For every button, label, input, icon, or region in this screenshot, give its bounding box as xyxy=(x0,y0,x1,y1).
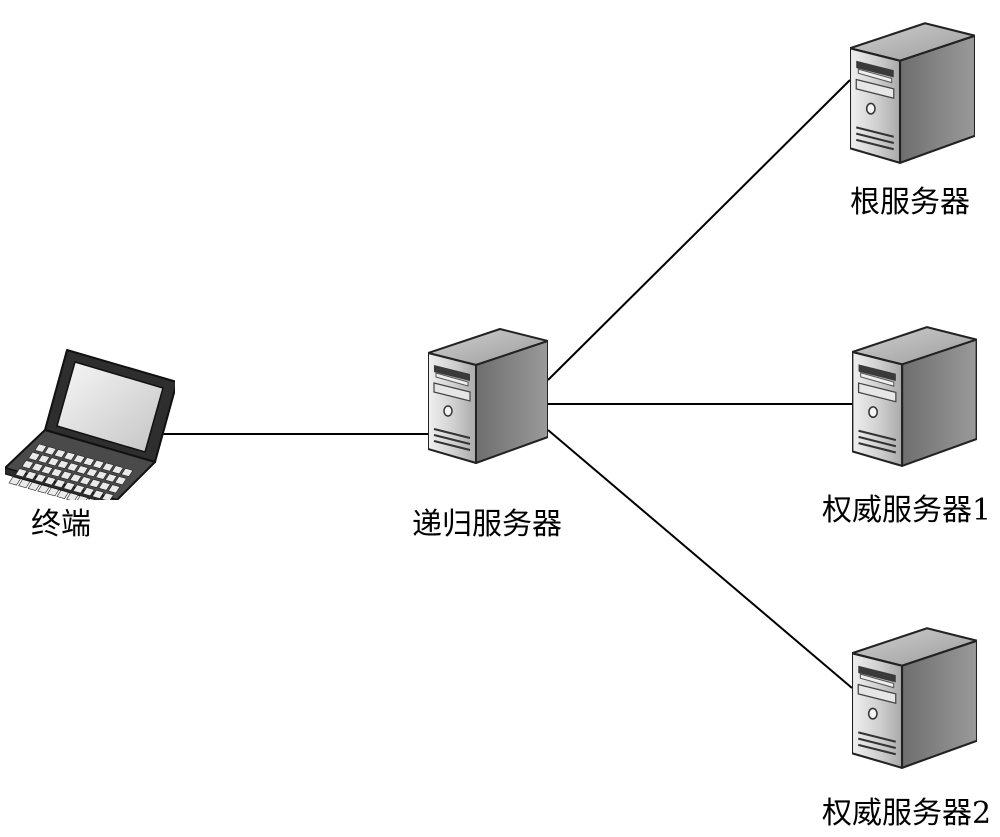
root-server-label: 根服务器 xyxy=(850,185,970,220)
recursive-server-label: 递归服务器 xyxy=(412,507,562,542)
auth2-server-icon xyxy=(852,627,977,769)
authoritative-server-2-label: 权威服务器2 xyxy=(822,796,992,831)
edge-recursive-auth2 xyxy=(547,429,853,689)
edge-recursive-root xyxy=(547,79,851,381)
recursive-server-icon xyxy=(428,328,548,464)
authoritative-server-1-label: 权威服务器1 xyxy=(822,493,992,528)
terminal-laptop-icon xyxy=(5,349,175,500)
terminal-label: 终端 xyxy=(31,507,91,542)
root-server-icon xyxy=(850,22,975,164)
auth1-server-icon xyxy=(852,326,977,467)
node-icons xyxy=(5,22,977,769)
connection-lines xyxy=(160,79,853,689)
